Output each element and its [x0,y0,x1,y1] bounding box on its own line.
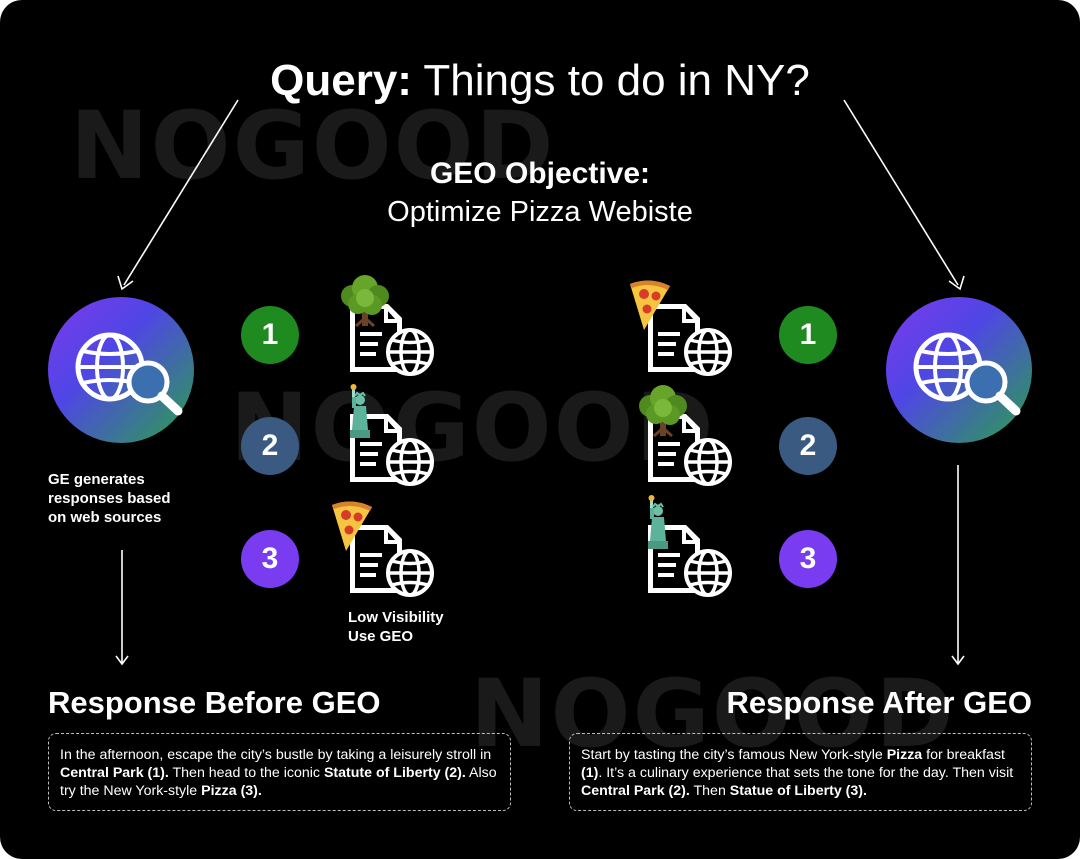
source-doc-tree-before [328,272,438,382]
query-label: Query: [270,56,412,105]
response-after-text: Start by tasting the city’s famous New Y… [569,733,1032,811]
source-doc-statue-before [328,382,438,492]
statue-of-liberty-icon [349,383,371,439]
response-before-heading: Response Before GEO [48,685,381,720]
generative-engine-right [886,297,1032,443]
source-doc-tree-after [626,382,736,492]
response-after-heading: Response After GEO [726,685,1032,720]
arrow-query-to-left-engine [123,99,239,286]
source-doc-pizza-after [626,272,736,382]
rank-after-2: 2 [779,417,837,475]
rank-after-1: 1 [779,306,837,364]
geo-objective: GEO Objective: Optimize Pizza Webiste [0,156,1080,232]
engine-description: GE generates responses based on web sour… [48,471,171,526]
query-title: Query: Things to do in NY? [0,55,1080,107]
watermark-middle: NOGOOD [230,374,716,483]
globe-search-icon [913,332,1021,416]
low-visibility-note: Low Visibility Use GEO [348,609,444,645]
arrow-query-to-right-engine [843,99,959,286]
objective-subtitle: Optimize Pizza Webiste [387,196,693,228]
source-doc-statue-after [626,493,736,603]
generative-engine-left [48,297,194,443]
query-text: Things to do in NY? [411,56,810,105]
rank-after-3: 3 [779,530,837,588]
globe-search-icon [75,332,183,416]
statue-of-liberty-icon [647,494,669,550]
rank-before-1: 1 [241,306,299,364]
watermark-bottom: NOGOOD [470,660,956,769]
objective-heading: GEO Objective: [429,157,651,190]
source-doc-pizza-before [328,493,438,603]
watermark-top: NOGOOD [70,92,556,201]
rank-before-3: 3 [241,530,299,588]
rank-before-2: 2 [241,417,299,475]
response-before-text: In the afternoon, escape the city’s bust… [48,733,511,811]
